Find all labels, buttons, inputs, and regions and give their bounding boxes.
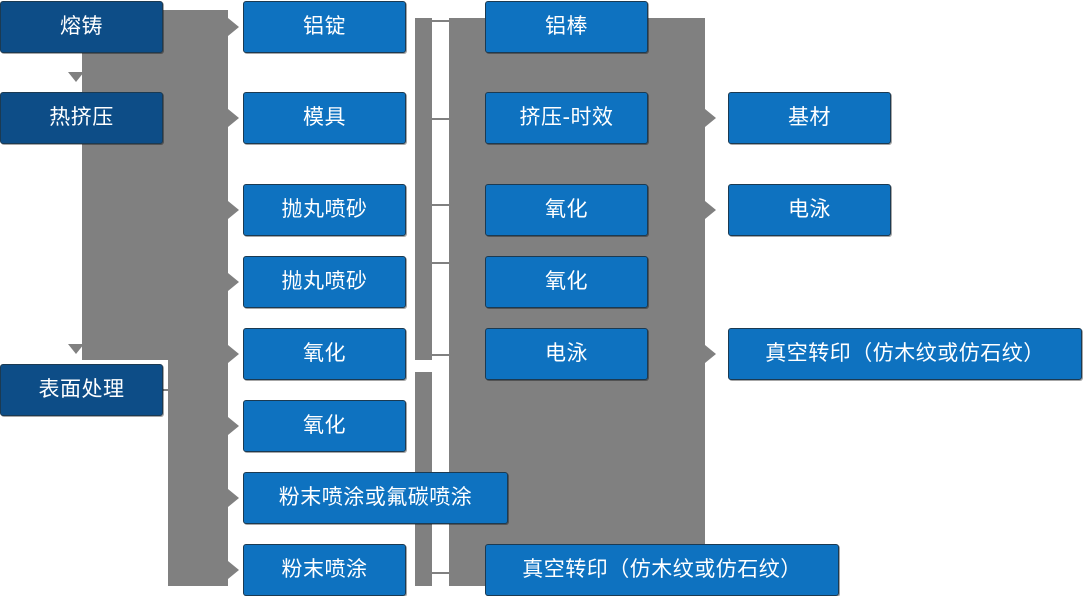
arrow-to-vacuum-transfer-product [705, 345, 716, 363]
stage-label-hot-extrusion: 热挤压 [49, 105, 114, 130]
product-box-vacuum-transfer[interactable]: 真空转印（仿木纹或仿石纹） [728, 328, 1082, 380]
treatment-box-aluminum-bar[interactable]: 铝棒 [485, 1, 648, 53]
process-box-oxidation-1[interactable]: 氧化 [243, 328, 406, 380]
process-box-mold[interactable]: 模具 [243, 92, 406, 144]
arrow-to-electrophoresis-product [705, 201, 716, 219]
product-label-substrate: 基材 [788, 105, 831, 130]
stub-row-6 [432, 572, 450, 574]
process-label-oxidation-2: 氧化 [303, 413, 346, 438]
arrow-to-mold [228, 109, 239, 127]
arrow-to-shot-blasting-2 [228, 273, 239, 291]
process-label-mold: 模具 [303, 105, 346, 130]
stage-label-surface-treatment: 表面处理 [38, 377, 125, 402]
treatment-label-oxidation-1: 氧化 [545, 197, 588, 222]
stub-row-2 [432, 118, 450, 120]
product-box-electrophoresis[interactable]: 电泳 [728, 184, 891, 236]
treatment-box-oxidation-2[interactable]: 氧化 [485, 256, 648, 308]
treatment-box-oxidation-1[interactable]: 氧化 [485, 184, 648, 236]
treatment-label-aluminum-bar: 铝棒 [545, 14, 588, 39]
stub-row-3 [432, 204, 450, 206]
arrow-down-extrusion-to-surface [68, 344, 84, 354]
process-label-powder-coating: 粉末喷涂 [281, 557, 368, 582]
process-box-powder-or-pvdf[interactable]: 粉末喷涂或氟碳喷涂 [243, 472, 508, 524]
left-trunk-bar-lower [168, 360, 228, 586]
arrow-down-melting-to-extrusion [68, 72, 84, 82]
process-label-oxidation-1: 氧化 [303, 341, 346, 366]
treatment-label-extrusion-aging: 挤压-时效 [519, 105, 614, 130]
process-label-powder-or-pvdf: 粉末喷涂或氟碳喷涂 [278, 485, 473, 510]
connector-surface-to-trunk [163, 389, 191, 391]
product-label-vacuum-transfer: 真空转印（仿木纹或仿石纹） [765, 341, 1045, 366]
stage-box-melting[interactable]: 熔铸 [0, 1, 163, 53]
process-label-shot-blasting-2: 抛丸喷砂 [281, 269, 368, 294]
stub-row-5 [432, 354, 450, 356]
treatment-box-extrusion-aging[interactable]: 挤压-时效 [485, 92, 648, 144]
process-label-shot-blasting-1: 抛丸喷砂 [281, 197, 368, 222]
stub-row-4 [432, 262, 450, 264]
process-label-aluminum-ingot: 铝锭 [303, 14, 346, 39]
treatment-box-electrophoresis[interactable]: 电泳 [485, 328, 648, 380]
product-box-substrate[interactable]: 基材 [728, 92, 891, 144]
stub-row-1 [432, 20, 450, 22]
process-box-shot-blasting-2[interactable]: 抛丸喷砂 [243, 256, 406, 308]
arrow-to-powder-coating [228, 561, 239, 579]
process-box-shot-blasting-1[interactable]: 抛丸喷砂 [243, 184, 406, 236]
process-box-powder-coating[interactable]: 粉末喷涂 [243, 544, 406, 596]
product-label-electrophoresis: 电泳 [788, 197, 831, 222]
arrow-to-shot-blasting-1 [228, 201, 239, 219]
arrow-to-aluminum-ingot [228, 18, 239, 36]
process-box-oxidation-2[interactable]: 氧化 [243, 400, 406, 452]
arrow-to-substrate [705, 109, 716, 127]
arrow-to-oxidation-1 [228, 345, 239, 363]
stage-box-surface-treatment[interactable]: 表面处理 [0, 364, 163, 416]
treatment-label-oxidation-2: 氧化 [545, 269, 588, 294]
left-trunk-bar [82, 10, 228, 360]
stage-label-melting: 熔铸 [60, 14, 103, 39]
arrow-to-powder-or-pvdf [228, 489, 239, 507]
treatment-box-vacuum-transfer[interactable]: 真空转印（仿木纹或仿石纹） [485, 544, 839, 596]
arrow-to-oxidation-2 [228, 417, 239, 435]
stage-box-hot-extrusion[interactable]: 热挤压 [0, 92, 163, 144]
treatment-label-vacuum-transfer: 真空转印（仿木纹或仿石纹） [522, 557, 802, 582]
treatment-label-electrophoresis: 电泳 [545, 341, 588, 366]
mid-riser-bar-upper [415, 18, 432, 360]
process-box-aluminum-ingot[interactable]: 铝锭 [243, 1, 406, 53]
